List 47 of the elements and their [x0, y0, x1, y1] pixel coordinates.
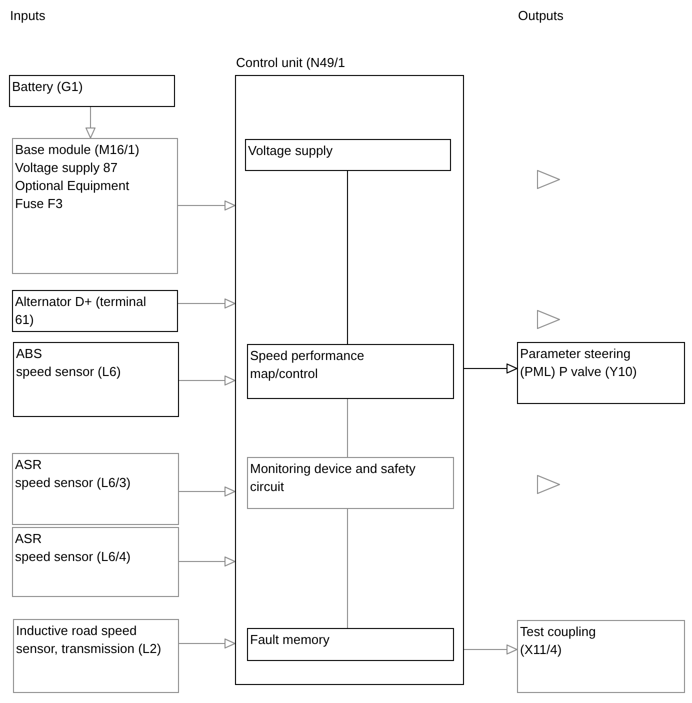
function-block — [245, 139, 451, 171]
input-box — [9, 75, 175, 107]
input-box — [12, 290, 178, 332]
node-text: Base module (M16/1) — [15, 141, 140, 159]
connector-line — [347, 170, 348, 344]
box-heading: Control unit (N49/1 — [236, 54, 346, 72]
node-text: Monitoring device and safety circuit — [250, 460, 416, 496]
arrow — [178, 556, 236, 566]
node-text: speed sensor (L6/3) — [15, 474, 131, 492]
node-text: Voltage supply — [248, 142, 333, 160]
arrow — [178, 298, 236, 308]
input-box — [12, 453, 179, 525]
node-text: Fuse F3 — [15, 195, 63, 213]
arrow — [86, 106, 96, 138]
node-text: Fault memory — [250, 631, 330, 649]
arrow — [464, 364, 518, 374]
node-text: ASR — [15, 530, 42, 548]
connector-line — [347, 508, 348, 628]
node-text: Test coupling (X11/4) — [520, 623, 597, 659]
node-text: Optional Equipment — [15, 177, 130, 195]
output-box — [517, 342, 685, 404]
node-text: Speed performance map/control — [250, 347, 366, 383]
input-box — [13, 342, 179, 417]
node-text: ABS — [16, 345, 42, 363]
input-box — [12, 138, 178, 274]
column-heading: Inputs — [10, 7, 46, 25]
arrow — [178, 486, 236, 496]
arrow — [178, 200, 236, 210]
function-block — [247, 628, 454, 661]
function-block — [247, 344, 454, 399]
input-box — [12, 527, 179, 597]
node-text: Voltage supply 87 — [15, 159, 118, 177]
node-text: Inductive road speed sensor, transmission (L2) — [16, 622, 162, 658]
column-heading: Outputs — [518, 7, 564, 25]
arrow — [178, 638, 236, 648]
output-box — [517, 620, 685, 693]
node-text: speed sensor (L6) — [16, 363, 121, 381]
function-block — [247, 457, 454, 509]
node-text: speed sensor (L6/4) — [15, 548, 131, 566]
node-text: ASR — [15, 456, 42, 474]
node-text: Battery (G1) — [12, 78, 83, 96]
input-box — [13, 619, 179, 693]
node-text: Alternator D+ (terminal 61) — [15, 293, 148, 329]
connector-line — [347, 398, 348, 458]
arrow — [178, 376, 236, 386]
arrow — [464, 644, 518, 654]
node-text: Parameter steering (PML) P valve (Y10) — [520, 345, 638, 381]
